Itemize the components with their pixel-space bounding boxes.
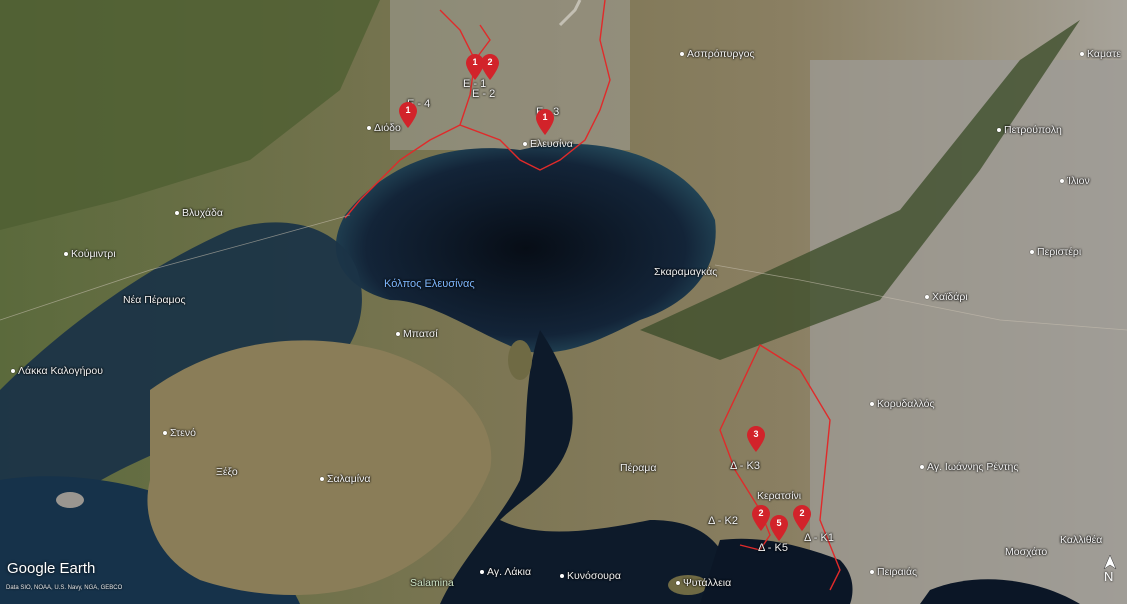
place-label: Λάκκα Καλογήρου	[11, 365, 103, 377]
place-label: Κυνόσουρα	[560, 570, 621, 582]
place-label: Πειραιάς	[870, 566, 917, 578]
place-label: Πετρούπολη	[997, 124, 1062, 136]
marker-code-label: Δ - Κ5	[758, 542, 788, 554]
marker-number: 1	[472, 57, 478, 67]
map-marker-pin[interactable]: 2	[481, 54, 499, 80]
marker-number: 2	[799, 508, 805, 518]
marker-number: 2	[487, 57, 493, 67]
map-pin-icon	[399, 102, 417, 128]
map-pin-icon	[466, 54, 484, 80]
place-label: Αγ. Ιωάννης Ρέντης	[920, 461, 1018, 473]
marker-code-label: Ε - 2	[472, 88, 496, 100]
place-label: Καλλιθέα	[1060, 534, 1103, 546]
place-label: Κορυδαλλός	[870, 398, 935, 410]
map-marker-pin[interactable]: 1	[466, 54, 484, 80]
map-pin-icon	[793, 505, 811, 531]
place-label: Χαϊδάρι	[925, 291, 968, 303]
place-label: Ξέξο	[216, 466, 238, 478]
place-label: Περιστέρι	[1030, 246, 1081, 258]
marker-code-label: Δ - Κ3	[730, 460, 760, 472]
place-label: Κερατσίνι	[757, 490, 802, 502]
map-marker-pin[interactable]: 2	[793, 505, 811, 531]
map-marker-pin[interactable]: 5	[770, 515, 788, 541]
map-marker-pin[interactable]: 2	[752, 505, 770, 531]
marker-code-label: Δ - Κ1	[804, 532, 834, 544]
place-label: Ψυτάλλεια	[676, 577, 731, 589]
place-label: Πέραμα	[620, 462, 657, 474]
map-pin-icon	[770, 515, 788, 541]
place-label: Ασπρόπυργος	[680, 48, 755, 60]
place-label: Σαλαμίνα	[320, 473, 370, 485]
marker-number: 1	[542, 112, 548, 122]
attribution-text: Data SIO, NOAA, U.S. Navy, NGA, GEBCO	[6, 585, 123, 591]
map-pin-icon	[752, 505, 770, 531]
place-label: Νέα Πέραμος	[123, 294, 186, 306]
map-pin-icon	[481, 54, 499, 80]
marker-code-label: Δ - Κ2	[708, 515, 738, 527]
gulf-label: Κόλπος Ελευσίνας	[384, 278, 475, 290]
place-label: Καματε	[1080, 48, 1121, 60]
place-label: Μοσχάτο	[1005, 546, 1048, 558]
marker-number: 3	[753, 429, 759, 439]
marker-number: 1	[405, 105, 411, 115]
compass[interactable]: N	[1101, 553, 1119, 589]
place-label: Μπατσί	[396, 328, 438, 340]
place-label: Σκαραμαγκάς	[654, 266, 718, 278]
map-marker-pin[interactable]: 1	[399, 102, 417, 128]
marker-code-label: Ε - 1	[463, 78, 487, 90]
compass-arrow-icon	[1103, 554, 1117, 570]
map-marker-pin[interactable]: 3	[747, 426, 765, 452]
place-label: Βλυχάδα	[175, 207, 223, 219]
google-earth-logo: Google Earth	[7, 560, 96, 577]
place-label: Ίλιον	[1060, 175, 1090, 187]
place-label: Αγ. Λάκια	[480, 566, 531, 578]
place-label: Salamina	[410, 577, 454, 589]
place-label: Ελευσίνα	[523, 138, 573, 150]
place-label: Κούμιντρι	[64, 248, 116, 260]
marker-number: 2	[758, 508, 764, 518]
marker-number: 5	[776, 518, 782, 528]
compass-north-label: N	[1104, 569, 1114, 584]
map-pin-icon	[536, 109, 554, 135]
place-label: Διόδο	[367, 122, 401, 134]
place-label: Στενό	[163, 427, 196, 439]
map-pin-icon	[747, 426, 765, 452]
map-marker-pin[interactable]: 1	[536, 109, 554, 135]
